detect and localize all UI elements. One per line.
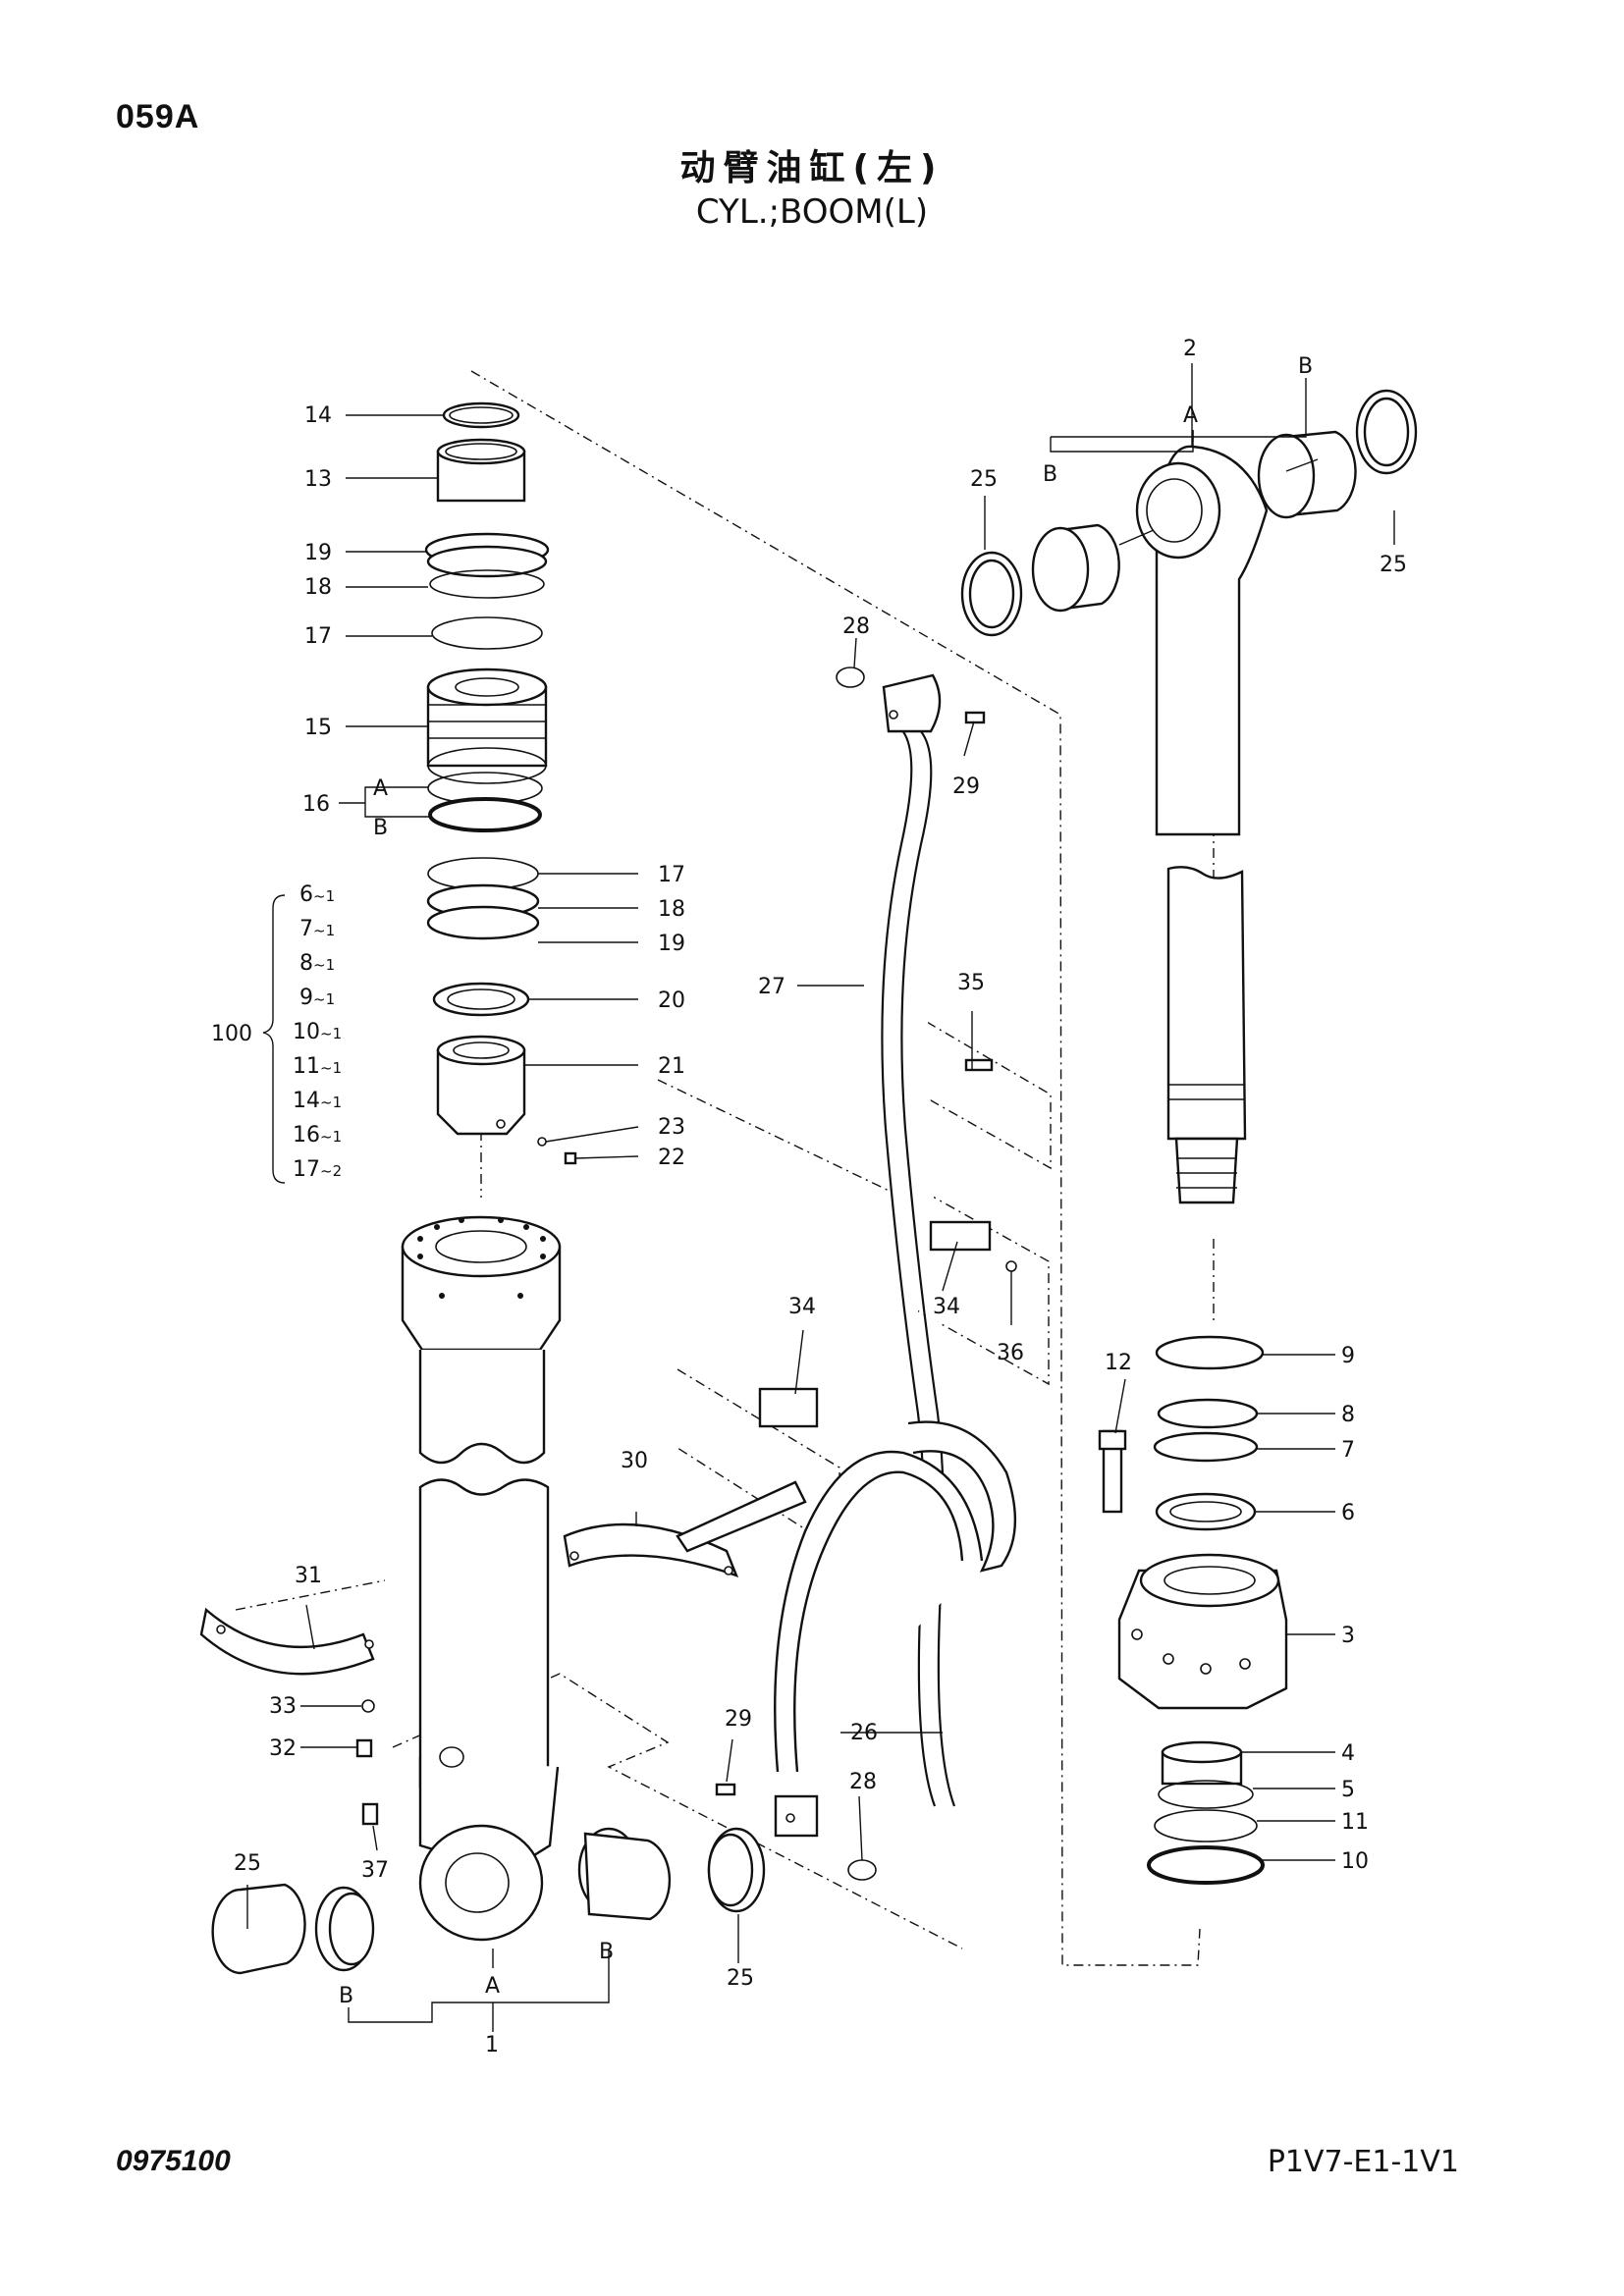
page-code: 059A xyxy=(116,98,200,135)
callout-11: 11 xyxy=(1341,1810,1369,1835)
part-4-5-11-10-lower-seals xyxy=(1147,1740,1265,1885)
callout-22: 22 xyxy=(658,1146,685,1170)
callout-16: 16 xyxy=(302,792,330,817)
callout-7: 7 xyxy=(1341,1438,1355,1463)
callout-4: 4 xyxy=(1341,1741,1355,1766)
callout-23: 23 xyxy=(658,1115,685,1140)
kit-part: 7~1 xyxy=(299,917,335,941)
part-15-piston xyxy=(426,667,548,784)
part-26-pipe xyxy=(774,1450,984,1773)
leader-lines xyxy=(246,363,1395,2032)
part-37-grease-fitting xyxy=(361,1802,379,1826)
callout-27: 27 xyxy=(758,975,785,999)
callout-1-a: A xyxy=(485,1974,500,1999)
callout-100: 100 xyxy=(211,1022,252,1046)
model-code: P1V7-E1-1V1 xyxy=(1267,2145,1459,2179)
callout-5: 5 xyxy=(1341,1778,1355,1802)
callout-16-b: B xyxy=(373,816,388,840)
part-27-pipe xyxy=(881,725,1017,1807)
kit-part: 6~1 xyxy=(299,882,335,907)
part-23-22-setscrew xyxy=(537,1137,577,1165)
part-26-bottom-flange xyxy=(715,1783,877,1881)
callout-12: 12 xyxy=(1105,1351,1132,1375)
callout-17: 17 xyxy=(304,624,332,649)
callout-19: 19 xyxy=(658,932,685,956)
callout-31: 31 xyxy=(295,1564,322,1588)
part-1-lower-bushings xyxy=(211,1827,766,1975)
callout-28: 28 xyxy=(849,1770,877,1794)
part-2-piston-rod xyxy=(1135,445,1269,1204)
callout-18: 18 xyxy=(658,897,685,922)
document-number: 0975100 xyxy=(116,2145,231,2177)
callout-2-b: B xyxy=(1043,462,1057,487)
title-english: CYL.;BOOM(L) xyxy=(695,192,929,232)
part-30-clamp xyxy=(563,1480,807,1578)
callout-26: 26 xyxy=(850,1721,878,1745)
callout-25: 25 xyxy=(727,1966,754,1991)
callout-32: 32 xyxy=(269,1736,297,1761)
part-31-clamp xyxy=(199,1607,375,1676)
callout-labels: 14 13 19 18 17 15 16 A B 17 18 19 20 21 … xyxy=(211,337,1407,2057)
callout-2: 2 xyxy=(1183,337,1197,361)
callout-9: 9 xyxy=(1341,1344,1355,1368)
callout-36: 36 xyxy=(997,1341,1024,1365)
callout-21: 21 xyxy=(658,1054,685,1079)
callout-29: 29 xyxy=(952,774,980,799)
callout-34: 34 xyxy=(788,1295,816,1319)
part-16-seal-set xyxy=(427,772,543,832)
callout-20: 20 xyxy=(658,988,685,1013)
callout-33: 33 xyxy=(269,1694,297,1719)
part-3-rod-cover xyxy=(1117,1553,1288,1710)
callout-8: 8 xyxy=(1341,1403,1355,1427)
part-34-35-36-clamps xyxy=(758,1058,1017,1428)
callout-2-a: A xyxy=(1183,403,1198,428)
part-21-nut xyxy=(436,1035,526,1136)
callout-25: 25 xyxy=(970,467,998,492)
kit-part: 16~1 xyxy=(293,1123,342,1148)
part-20-washer xyxy=(432,982,530,1017)
callout-16-a: A xyxy=(373,776,388,801)
callout-15: 15 xyxy=(304,716,332,740)
kit-part: 8~1 xyxy=(299,951,335,976)
kit-100-list: 6~1 7~1 8~1 9~1 10~1 11~1 14~1 16~1 17~2 xyxy=(293,882,342,1182)
kit-part: 9~1 xyxy=(299,986,335,1010)
kit-part: 10~1 xyxy=(293,1020,342,1044)
callout-25: 25 xyxy=(234,1851,261,1876)
part-12-bolt xyxy=(1098,1429,1127,1514)
part-33-32-bolt-washer xyxy=(355,1699,375,1758)
callout-3: 3 xyxy=(1341,1624,1355,1648)
callout-30: 30 xyxy=(621,1449,648,1473)
callout-35: 35 xyxy=(957,971,985,995)
part-13-bushing xyxy=(436,438,526,503)
callout-1-b: B xyxy=(339,1984,353,2008)
callout-34: 34 xyxy=(933,1295,960,1319)
callout-2-b: B xyxy=(1298,354,1313,379)
callout-25: 25 xyxy=(1380,553,1407,577)
callout-14: 14 xyxy=(304,403,332,428)
kit-part: 14~1 xyxy=(293,1089,342,1113)
kit-part: 17~2 xyxy=(293,1157,342,1182)
callout-28: 28 xyxy=(842,614,870,639)
callout-19: 19 xyxy=(304,541,332,565)
part-17-18-19-lower-seals xyxy=(426,857,540,940)
callout-17: 17 xyxy=(658,863,685,887)
part-27-top-flange xyxy=(836,667,986,733)
part-1-cylinder-tube xyxy=(401,1215,562,1942)
callout-1-b: B xyxy=(599,1940,614,1964)
callout-29: 29 xyxy=(725,1707,752,1732)
callout-37: 37 xyxy=(361,1858,389,1883)
callout-10: 10 xyxy=(1341,1849,1369,1874)
callout-13: 13 xyxy=(304,467,332,492)
part-14-ring xyxy=(442,401,520,429)
callout-18: 18 xyxy=(304,575,332,600)
part-19-18-17-seals xyxy=(424,532,550,650)
callout-1: 1 xyxy=(485,2033,499,2057)
callout-6: 6 xyxy=(1341,1501,1355,1525)
part-2-bushings-seals xyxy=(960,389,1418,637)
part-9-8-7-6-seals xyxy=(1153,1335,1265,1531)
kit-part: 11~1 xyxy=(293,1054,342,1079)
title-chinese: 动臂油缸(左) xyxy=(679,148,945,188)
